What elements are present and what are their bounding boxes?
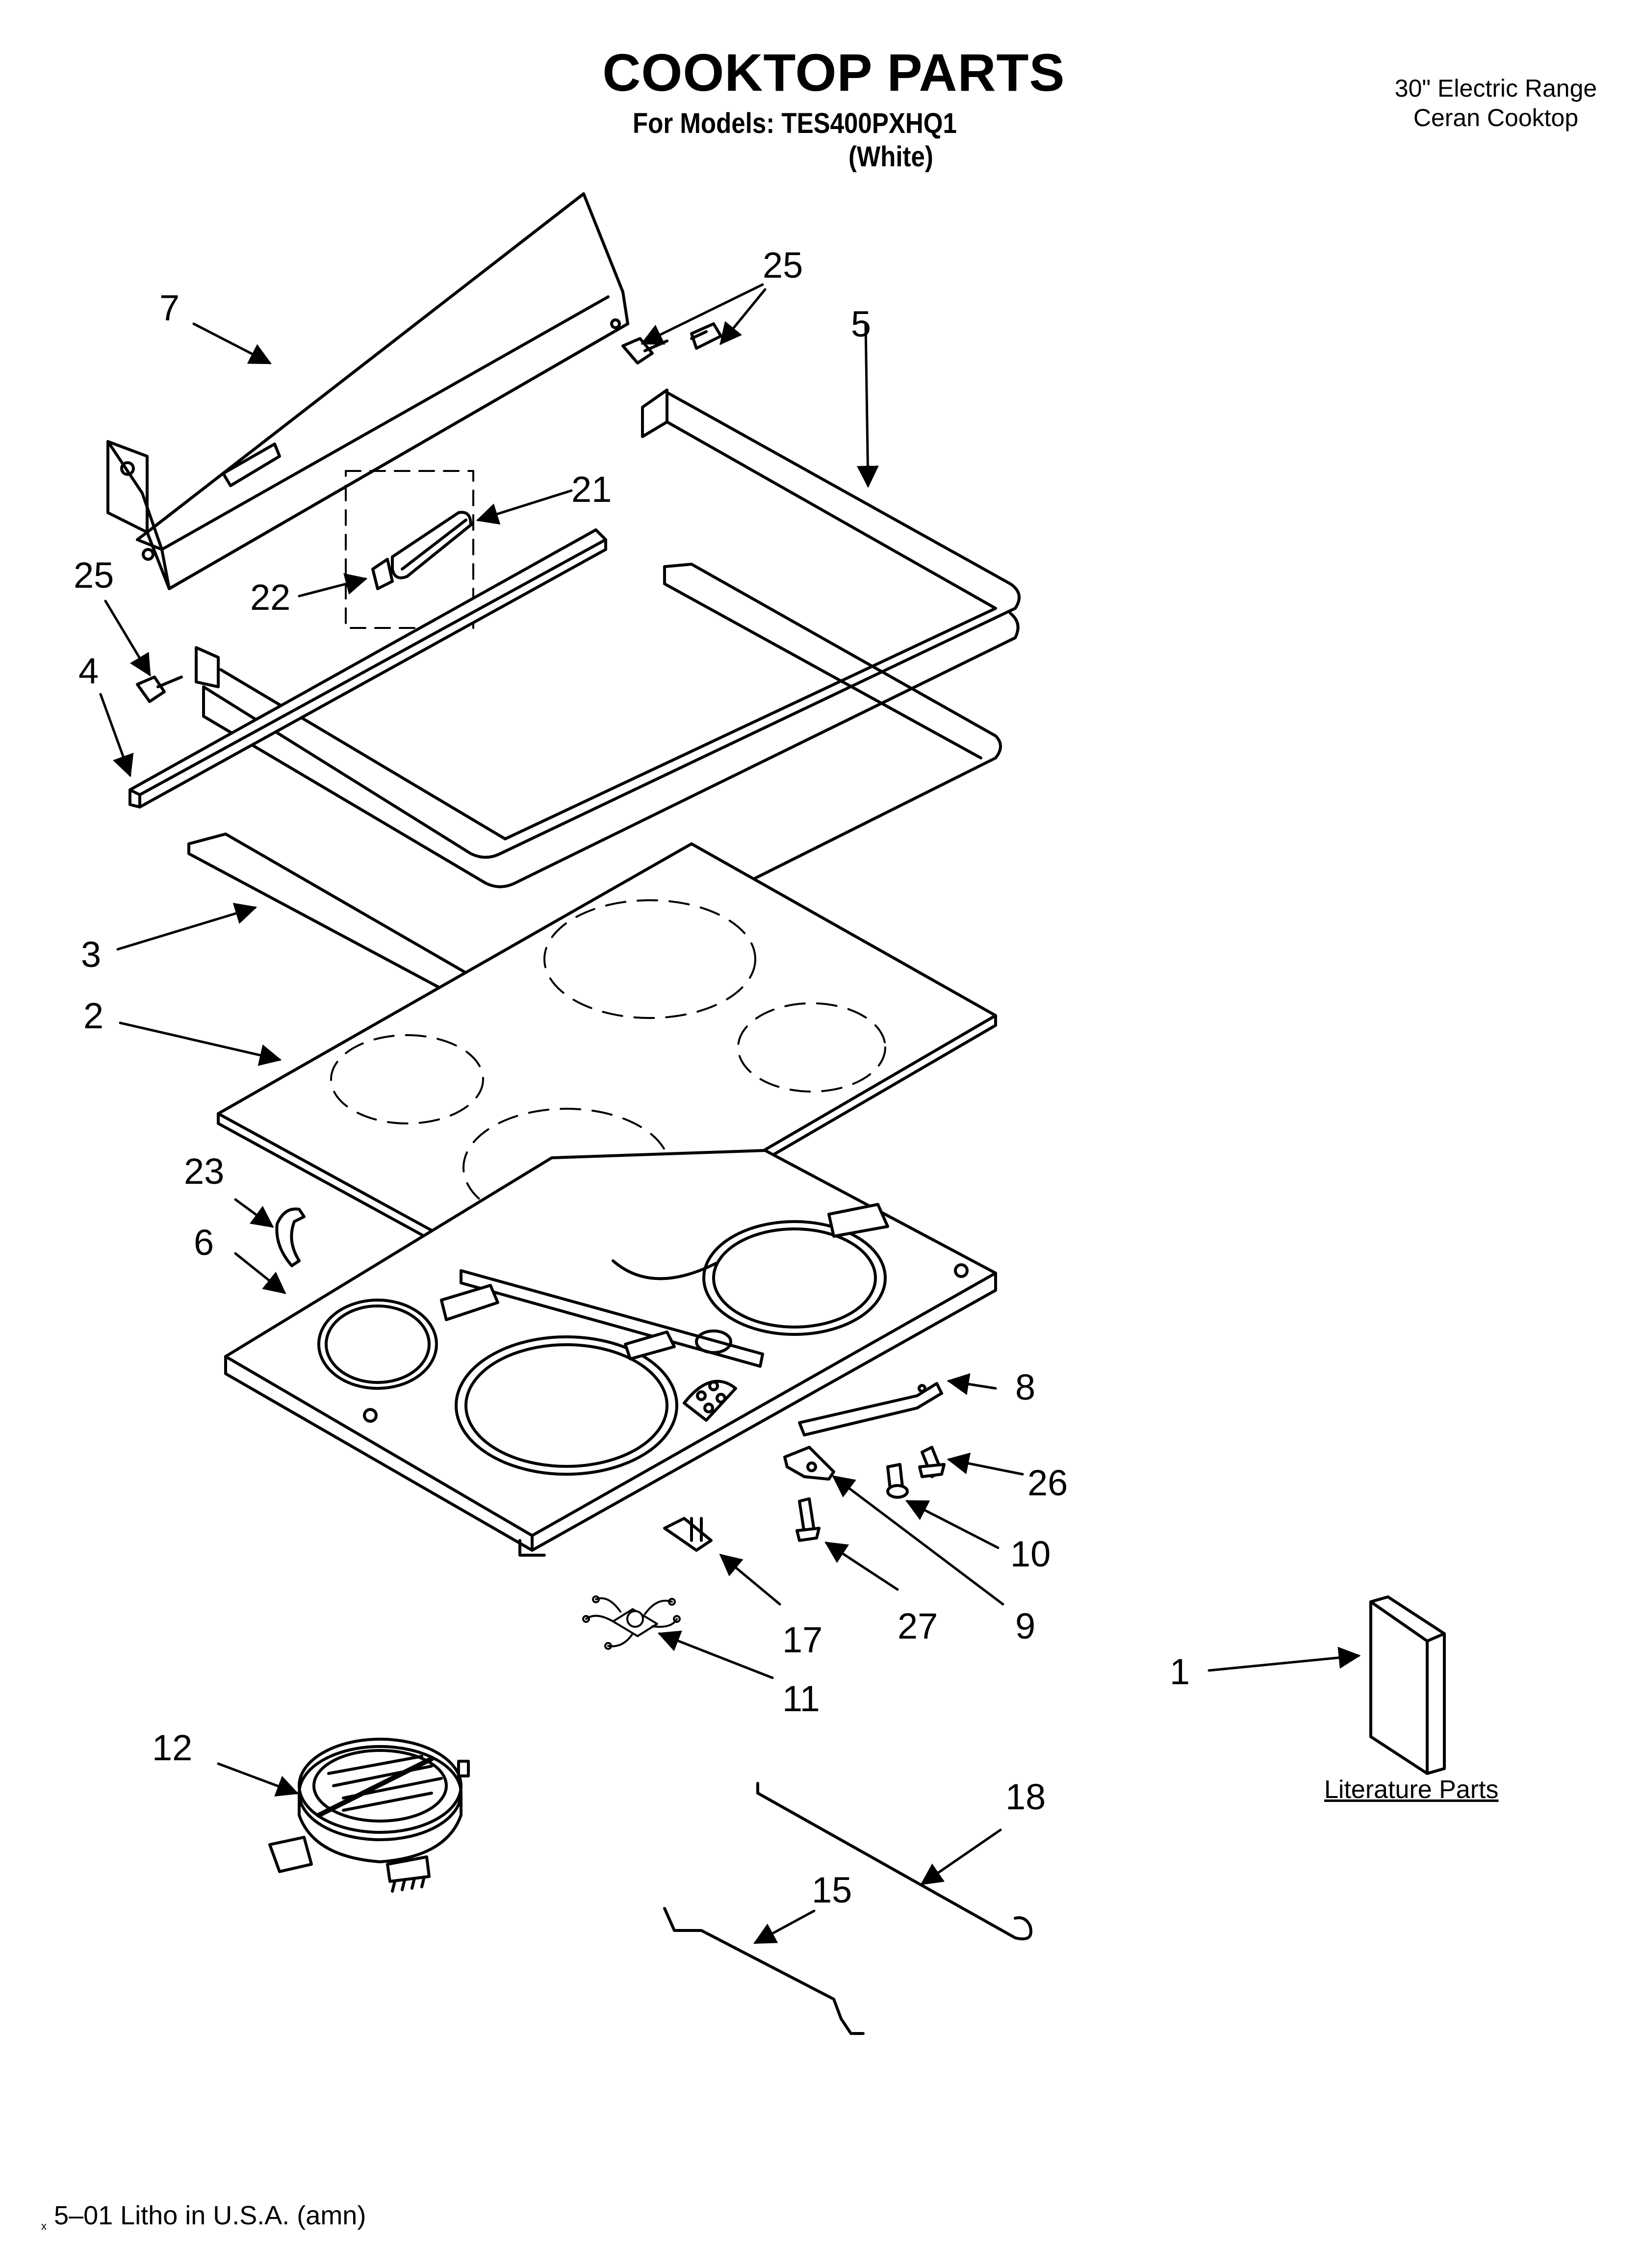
callout-5: 5 [851,304,872,344]
callout-25-left: 25 [74,555,114,596]
part-18-rod [756,1782,1032,1941]
model-line: For Models: TES400PXHQ1 [633,107,957,139]
part-12-radiant-element [268,1738,470,1893]
part-5-frame [195,389,1021,997]
callout-21: 21 [571,469,612,510]
callout-17: 17 [782,1619,823,1660]
footer-mark: x [41,2220,47,2232]
callout-9: 9 [1015,1606,1036,1646]
callout-26: 26 [1027,1462,1068,1503]
part-17-bracket [663,1517,713,1552]
callout-25-top: 25 [763,245,803,286]
page-title: COOKTOP PARTS [602,43,1065,102]
callout-15: 15 [812,1870,852,1910]
callout-27: 27 [898,1606,938,1646]
part-15-rod [663,1907,865,2035]
part-7-control-panel [106,192,629,590]
literature-parts-label: Literature Parts [1324,1775,1499,1804]
callout-3: 3 [81,934,102,975]
leader-lines [99,283,1361,1944]
footer-print-info: 5–01 Litho in U.S.A. (amn) [54,2201,366,2230]
callout-12: 12 [152,1727,193,1768]
color-variant: (White) [848,141,933,173]
part-6-cooktop-base [224,1149,997,1557]
callout-2: 2 [83,995,104,1036]
part-23-bracket [275,1207,306,1267]
part-10-screw [886,1463,909,1499]
callout-7: 7 [159,287,180,328]
part-21-switch [345,470,474,629]
callout-8: 8 [1015,1367,1036,1408]
part-25-screw-upper [621,322,722,365]
part-26-screw [918,1446,946,1478]
callout-6: 6 [194,1222,214,1263]
callout-10: 10 [1010,1534,1051,1574]
callout-18: 18 [1005,1776,1046,1817]
part-25-screw-left [136,676,183,703]
part-8-bracket [798,1382,943,1436]
part-9-clip [783,1446,835,1481]
callout-22: 22 [250,577,291,618]
callout-1: 1 [1170,1651,1190,1692]
part-22-clip [371,558,394,590]
callout-23: 23 [184,1151,225,1192]
callout-4: 4 [78,651,99,691]
product-note-line-1: 30" Electric Range [1394,75,1597,102]
part-27-screw [795,1497,821,1542]
part-4-trim-strip [128,528,607,808]
part-11-sensor [582,1595,681,1650]
product-note-line-2: Ceran Cooktop [1413,104,1579,131]
product-note: 30" Electric Range Ceran Cooktop [1359,74,1633,132]
part-1-literature [1369,1595,1446,1775]
callout-11: 11 [782,1678,820,1719]
